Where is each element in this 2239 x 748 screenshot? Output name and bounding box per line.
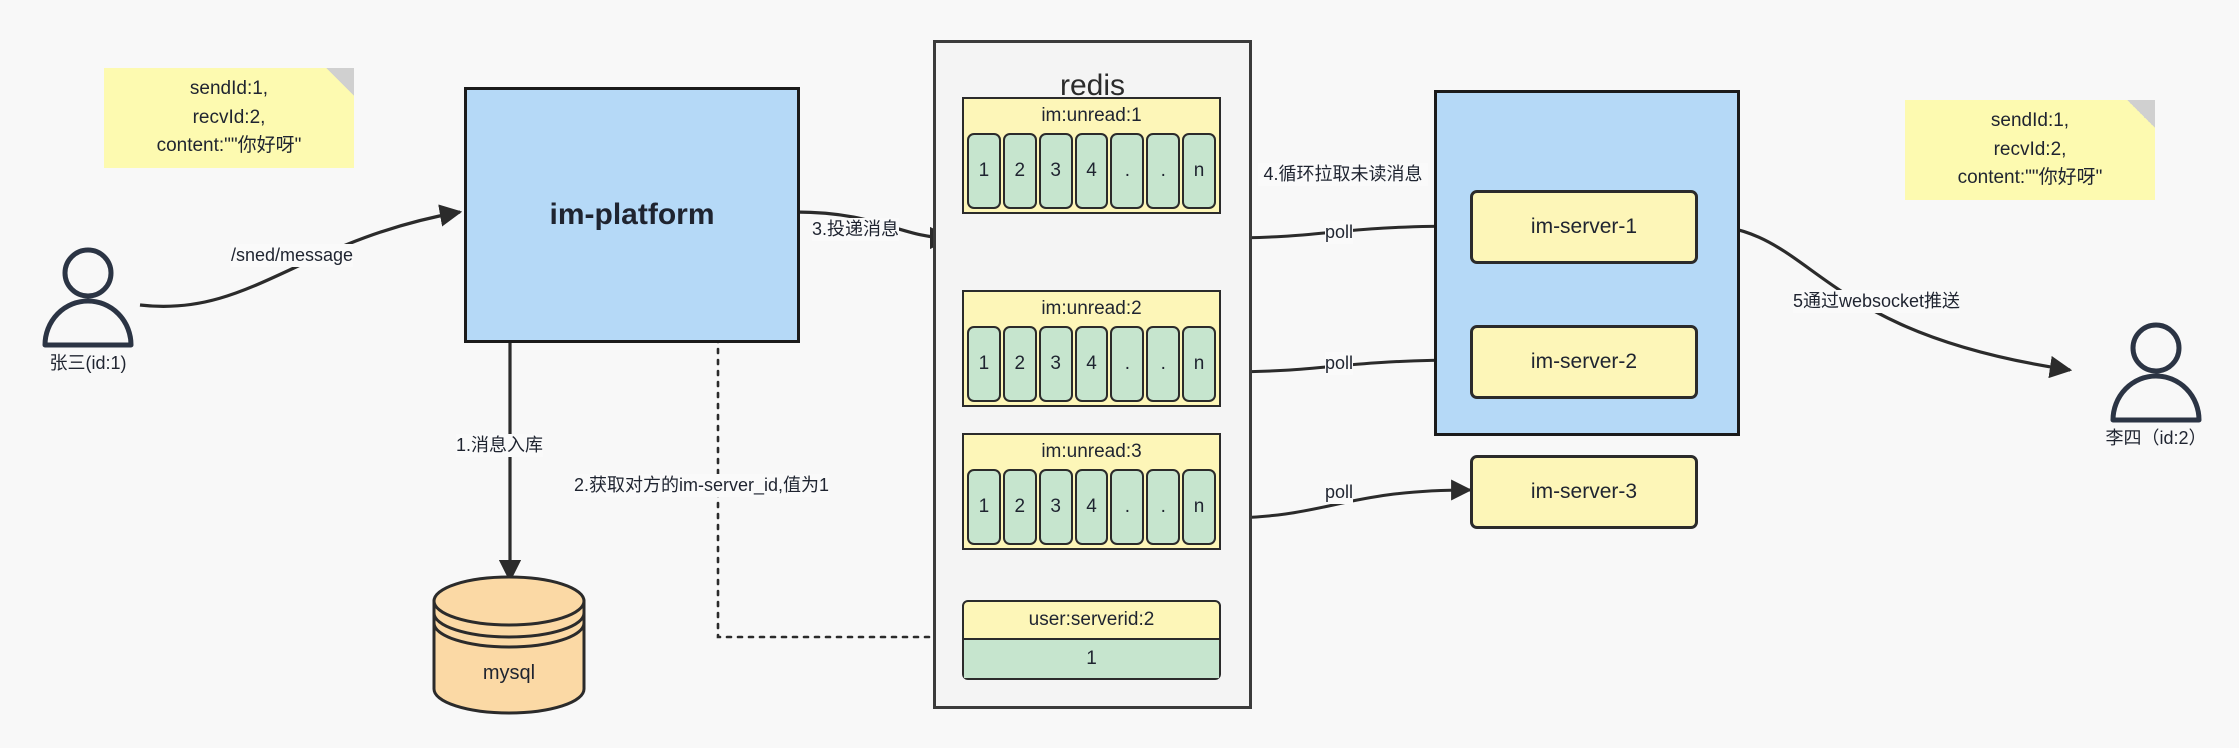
list-cell: . xyxy=(1110,469,1145,545)
list-cell: 3 xyxy=(1038,133,1073,209)
list-cell: n xyxy=(1182,469,1217,545)
im-server-1-label: im-server-1 xyxy=(1530,215,1638,238)
edge-label-step2: 2.获取对方的im-server_id,值为1 xyxy=(574,474,830,497)
redis-list-cells: 1 2 3 4 . . n xyxy=(964,326,1219,406)
redis-kv-value: 1 xyxy=(964,638,1219,678)
edge-label-poll-3: poll xyxy=(1325,481,1354,504)
redis-kv-key: user:serverid:2 xyxy=(1028,609,1155,630)
im-platform-label: im-platform xyxy=(549,198,715,231)
list-cell: 1 xyxy=(967,326,1001,402)
database-cylinder-icon xyxy=(432,575,586,715)
redis-list-cells: 1 2 3 4 . . n xyxy=(964,133,1219,213)
list-cell: . xyxy=(1110,133,1145,209)
list-cell: n xyxy=(1182,133,1217,209)
actor-receiver-label: 李四（id:2） xyxy=(2105,428,2207,448)
im-server-3-box[interactable]: im-server-3 xyxy=(1470,455,1698,529)
edge-label-step1: 1.消息入库 xyxy=(456,434,544,457)
note-line: content:""你好呀" xyxy=(1957,167,2103,189)
redis-list-key: im:unread:1 xyxy=(1041,105,1142,126)
sticky-note-right: sendId:1, recvId:2, content:""你好呀" xyxy=(1905,100,2155,200)
person-icon xyxy=(2110,322,2202,423)
edge-label-step3: 3.投递消息 xyxy=(812,218,900,241)
im-server-1-box[interactable]: im-server-1 xyxy=(1470,190,1698,264)
note-line: sendId:1, xyxy=(189,78,269,100)
edge-label-send-message: /sned/message xyxy=(231,244,354,267)
list-cell: 4 xyxy=(1074,469,1109,545)
mysql-datastore[interactable]: mysql xyxy=(428,575,590,715)
edge-label-step5: 5通过websocket推送 xyxy=(1793,290,1961,313)
list-cell: 3 xyxy=(1038,326,1073,402)
list-cell: 2 xyxy=(1002,326,1037,402)
list-cell: 2 xyxy=(1002,469,1037,545)
mysql-label: mysql xyxy=(482,662,536,684)
im-server-3-label: im-server-3 xyxy=(1530,480,1638,503)
list-cell: . xyxy=(1146,469,1181,545)
redis-list-key: im:unread:3 xyxy=(1041,441,1142,462)
edge-label-step4: 4.循环拉取未读消息 xyxy=(1258,163,1428,186)
list-cell: 2 xyxy=(1002,133,1037,209)
actor-sender: 张三(id:1) xyxy=(28,245,148,375)
edge-label-poll-2: poll xyxy=(1325,352,1354,375)
redis-kv-user-serverid[interactable]: user:serverid:2 1 xyxy=(962,600,1221,680)
list-cell: 4 xyxy=(1074,326,1109,402)
list-cell: . xyxy=(1146,133,1181,209)
im-platform-box[interactable]: im-platform xyxy=(464,87,800,343)
note-line: sendId:1, xyxy=(1990,110,2070,132)
redis-list-im-unread-2[interactable]: im:unread:2 1 2 3 4 . . n xyxy=(962,290,1221,407)
note-line: content:""你好呀" xyxy=(156,135,302,157)
edge-label-poll-1: poll xyxy=(1325,221,1354,244)
list-cell: 1 xyxy=(967,469,1001,545)
list-cell: 3 xyxy=(1038,469,1073,545)
im-server-2-label: im-server-2 xyxy=(1530,350,1638,373)
note-line: recvId:2, xyxy=(1993,138,2067,160)
person-icon xyxy=(42,247,134,348)
redis-title: redis xyxy=(1059,69,1126,102)
list-cell: . xyxy=(1110,326,1145,402)
note-fold-icon xyxy=(2127,100,2155,128)
list-cell: . xyxy=(1146,326,1181,402)
list-cell: n xyxy=(1182,326,1217,402)
list-cell: 1 xyxy=(967,133,1001,209)
redis-list-im-unread-3[interactable]: im:unread:3 1 2 3 4 . . n xyxy=(962,433,1221,550)
redis-list-im-unread-1[interactable]: im:unread:1 1 2 3 4 . . n xyxy=(962,97,1221,214)
note-line: recvId:2, xyxy=(192,106,266,128)
note-fold-icon xyxy=(326,68,354,96)
actor-receiver: 李四（id:2） xyxy=(2096,320,2216,450)
redis-list-cells: 1 2 3 4 . . n xyxy=(964,469,1219,549)
sticky-note-left: sendId:1, recvId:2, content:""你好呀" xyxy=(104,68,354,168)
im-server-2-box[interactable]: im-server-2 xyxy=(1470,325,1698,399)
list-cell: 4 xyxy=(1074,133,1109,209)
redis-list-key: im:unread:2 xyxy=(1041,298,1142,319)
actor-sender-label: 张三(id:1) xyxy=(49,353,127,373)
